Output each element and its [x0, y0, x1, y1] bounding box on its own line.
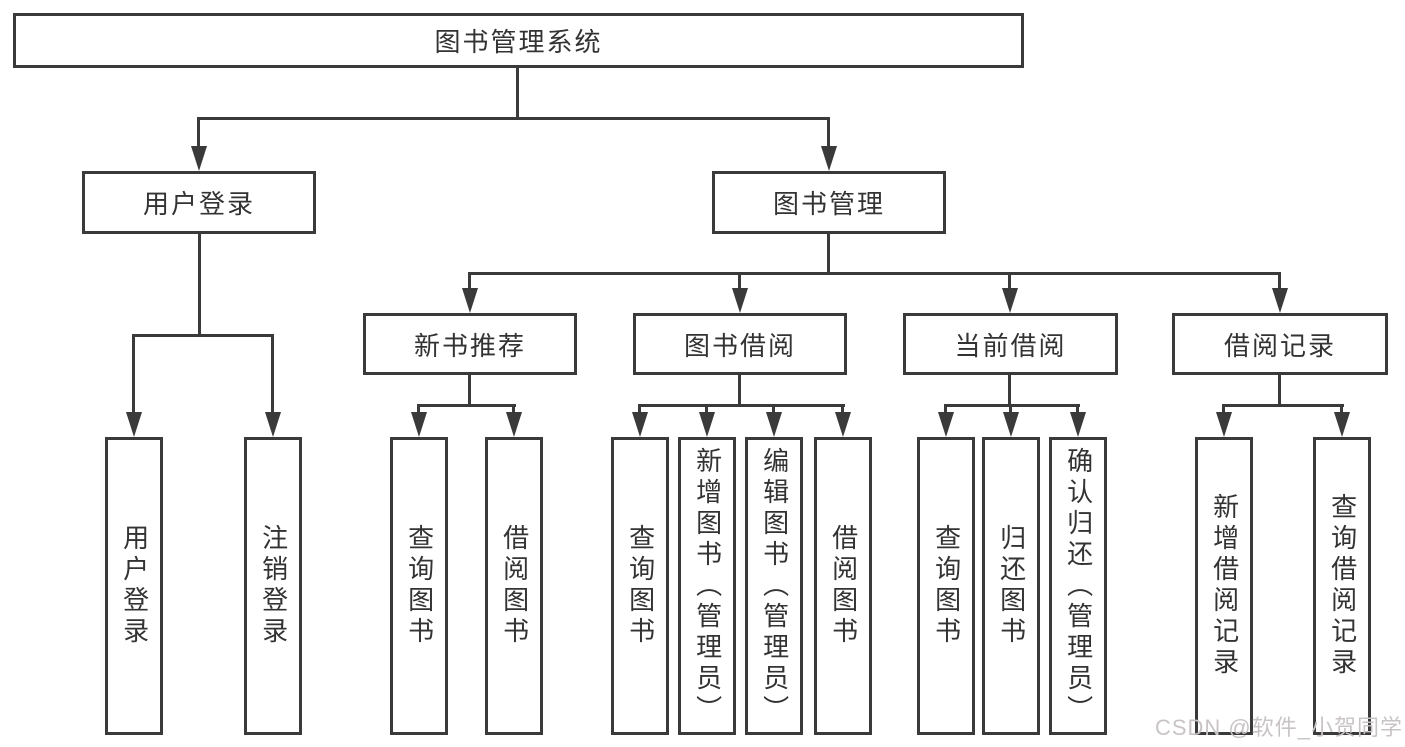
connector-line — [738, 272, 741, 290]
leaf-label: 归还图书 — [996, 524, 1027, 648]
node-current-borrow-label: 当前借阅 — [954, 330, 1067, 361]
leaf-label: 查询图书 — [404, 524, 435, 648]
leaf-query-books-borrow: 查询图书 — [611, 437, 669, 735]
connector-line — [197, 117, 830, 120]
connector-line — [1222, 404, 1225, 414]
connector-line — [772, 404, 775, 414]
leaf-label: 新增借阅记录 — [1209, 493, 1240, 679]
connector-line — [944, 404, 947, 414]
node-root: 图书管理系统 — [13, 13, 1024, 68]
connector-line — [1222, 404, 1344, 407]
leaf-label: 注销登录 — [258, 524, 289, 648]
connector-line — [638, 404, 845, 407]
leaf-label: 查询借阅记录 — [1327, 493, 1358, 679]
connector-line — [468, 272, 1281, 275]
arrowhead-icon — [1002, 288, 1018, 313]
leaf-confirm-return-admin: 确认归还（管理员） — [1049, 437, 1107, 735]
connector-line — [1076, 404, 1079, 414]
arrowhead-icon — [1070, 412, 1086, 437]
leaf-logout: 注销登录 — [244, 437, 302, 735]
leaf-label: 查询图书 — [625, 524, 656, 648]
leaf-label: 借阅图书 — [828, 524, 859, 648]
node-borrow-records: 借阅记录 — [1172, 313, 1388, 375]
leaf-label: 借阅图书 — [499, 524, 530, 648]
node-new-book-recommend-label: 新书推荐 — [413, 330, 526, 361]
arrowhead-icon — [732, 288, 748, 313]
node-user-login-label: 用户登录 — [142, 189, 255, 219]
connector-line — [132, 334, 135, 416]
node-root-label: 图书管理系统 — [434, 27, 603, 57]
connector-line — [705, 404, 708, 414]
connector-line — [1340, 404, 1343, 414]
node-user-login: 用户登录 — [82, 171, 316, 234]
leaf-label: 编辑图书（管理员） — [759, 446, 790, 726]
node-book-borrow: 图书借阅 — [633, 313, 847, 375]
connector-line — [132, 334, 274, 337]
connector-line — [512, 404, 515, 414]
leaf-query-books-current: 查询图书 — [917, 437, 975, 735]
leaf-query-borrow-record: 查询借阅记录 — [1313, 437, 1371, 735]
watermark: CSDN @软件_小贺同学 — [1154, 715, 1403, 740]
connector-line — [197, 117, 200, 150]
arrowhead-icon — [1272, 288, 1288, 313]
leaf-add-book-admin: 新增图书（管理员） — [678, 437, 736, 735]
arrowhead-icon — [1334, 412, 1350, 437]
arrowhead-icon — [1216, 412, 1232, 437]
arrowhead-icon — [462, 288, 478, 313]
connector-line — [738, 375, 741, 407]
connector-line — [468, 272, 471, 290]
leaf-user-login: 用户登录 — [105, 437, 163, 735]
arrowhead-icon — [835, 412, 851, 437]
leaf-borrow-books: 借阅图书 — [814, 437, 872, 735]
connector-line — [1009, 404, 1012, 414]
arrowhead-icon — [938, 412, 954, 437]
connector-line — [638, 404, 641, 414]
leaf-return-book: 归还图书 — [982, 437, 1040, 735]
connector-line — [944, 404, 1080, 407]
connector-line — [827, 117, 830, 150]
arrowhead-icon — [126, 412, 142, 437]
connector-line — [827, 234, 830, 272]
connector-line — [516, 68, 519, 118]
arrowhead-icon — [632, 412, 648, 437]
connector-line — [198, 234, 201, 336]
arrowhead-icon — [191, 146, 207, 171]
connector-line — [1278, 272, 1281, 290]
connector-line — [1278, 375, 1281, 406]
leaf-label: 确认归还（管理员） — [1063, 446, 1094, 726]
arrowhead-icon — [1003, 412, 1019, 437]
leaf-label: 新增图书（管理员） — [692, 446, 723, 726]
leaf-add-borrow-record: 新增借阅记录 — [1195, 437, 1253, 735]
leaf-label: 用户登录 — [119, 524, 150, 648]
node-book-management-label: 图书管理 — [772, 189, 885, 219]
connector-line — [417, 404, 516, 407]
arrowhead-icon — [411, 412, 427, 437]
node-book-management: 图书管理 — [712, 171, 946, 234]
node-book-borrow-label: 图书借阅 — [683, 330, 796, 361]
leaf-query-books-recommend: 查询图书 — [390, 437, 448, 735]
connector-line — [841, 404, 844, 414]
leaf-edit-book-admin: 编辑图书（管理员） — [745, 437, 803, 735]
arrowhead-icon — [506, 412, 522, 437]
node-current-borrow: 当前借阅 — [903, 313, 1118, 375]
connector-line — [1008, 375, 1011, 407]
node-borrow-records-label: 借阅记录 — [1223, 330, 1336, 361]
arrowhead-icon — [699, 412, 715, 437]
arrowhead-icon — [766, 412, 782, 437]
arrowhead-icon — [265, 412, 281, 437]
connector-line — [1008, 272, 1011, 290]
leaf-borrow-books-recommend: 借阅图书 — [485, 437, 543, 735]
arrowhead-icon — [821, 146, 837, 171]
connector-line — [468, 375, 471, 407]
connector-line — [271, 334, 274, 416]
connector-line — [417, 404, 420, 414]
node-new-book-recommend: 新书推荐 — [363, 313, 577, 375]
leaf-label: 查询图书 — [931, 524, 962, 648]
